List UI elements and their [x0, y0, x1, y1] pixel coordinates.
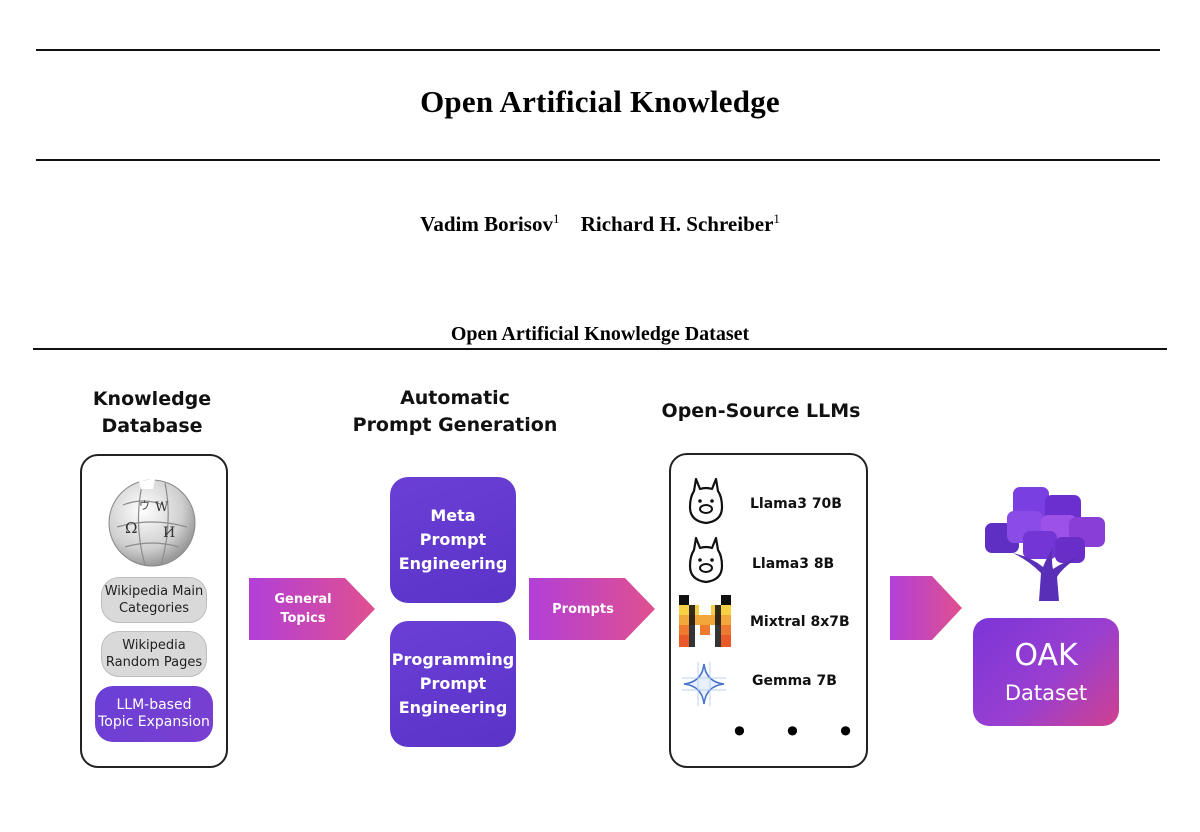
prompts-label: Prompts — [533, 580, 633, 638]
title-line: Prompt Generation — [352, 414, 558, 436]
title-line: Knowledge — [92, 388, 212, 410]
figure-rule — [33, 348, 1167, 350]
title-line: Automatic — [400, 387, 510, 409]
author-list: Vadim Borisov1 Richard H. Schreiber1 — [0, 211, 1200, 237]
oak-label: OAK — [1014, 638, 1078, 673]
item-line: Topic Expansion — [98, 714, 210, 730]
llm-name: Llama3 70B — [750, 496, 842, 512]
author-1: Vadim Borisov1 — [420, 211, 560, 236]
arrow-label-line: General — [274, 592, 332, 607]
svg-text:ウ: ウ — [139, 499, 150, 512]
author-name: Vadim Borisov — [420, 212, 553, 236]
author-2: Richard H. Schreiber1 — [580, 211, 780, 236]
box-line: Prompt — [419, 530, 487, 549]
mistral-icon — [679, 595, 731, 647]
oak-dataset-box: OAK Dataset — [973, 618, 1119, 726]
llm-name: Gemma 7B — [752, 673, 837, 689]
gemma-icon — [682, 662, 726, 706]
item-line: Wikipedia Main — [104, 584, 204, 599]
item-line: Random Pages — [105, 655, 203, 670]
box-line: Meta — [430, 506, 476, 525]
llm-name: Llama3 8B — [752, 556, 835, 572]
svg-text:W: W — [155, 500, 169, 515]
general-topics-arrow — [249, 578, 375, 640]
llm-name: Mixtral 8x7B — [750, 614, 850, 630]
llm-stage-title: Open-Source LLMs — [661, 400, 861, 422]
author-affiliation: 1 — [552, 211, 560, 226]
figure-title: Open Artificial Knowledge Dataset — [450, 323, 750, 345]
box-line: Engineering — [398, 698, 508, 717]
output-arrow — [890, 576, 962, 640]
paper-title: Open Artificial Knowledge — [420, 84, 780, 119]
tree-icon — [985, 487, 1105, 601]
item-line: LLM-based — [116, 697, 192, 713]
dataset-label: Dataset — [1004, 681, 1088, 705]
title-line: Database — [101, 415, 203, 437]
item-line: Wikipedia — [122, 638, 186, 653]
title-rule-top — [36, 49, 1160, 51]
arrow-label-line: Topics — [280, 611, 326, 626]
svg-text:И: И — [163, 525, 175, 541]
knowledge-stage-title: Knowledge Database — [72, 386, 232, 440]
more-models-ellipsis: • • • — [730, 713, 867, 751]
box-line: Engineering — [398, 554, 508, 573]
prompts-arrow — [529, 578, 655, 640]
title-rule-bottom — [36, 159, 1160, 161]
llama-icon — [688, 536, 724, 584]
author-name: Richard H. Schreiber — [580, 212, 774, 236]
box-line: Programming — [391, 650, 515, 669]
arrow-label-line: Prompts — [552, 601, 614, 617]
svg-text:Ω: Ω — [125, 519, 137, 537]
item-line: Categories — [118, 601, 190, 616]
box-line: Prompt — [419, 674, 487, 693]
wikipedia-globe-icon: Ω W И ウ — [108, 479, 196, 567]
llama-icon — [688, 477, 724, 525]
prompt-generation-stage-title: Automatic Prompt Generation — [340, 385, 570, 439]
author-affiliation: 1 — [773, 211, 780, 226]
